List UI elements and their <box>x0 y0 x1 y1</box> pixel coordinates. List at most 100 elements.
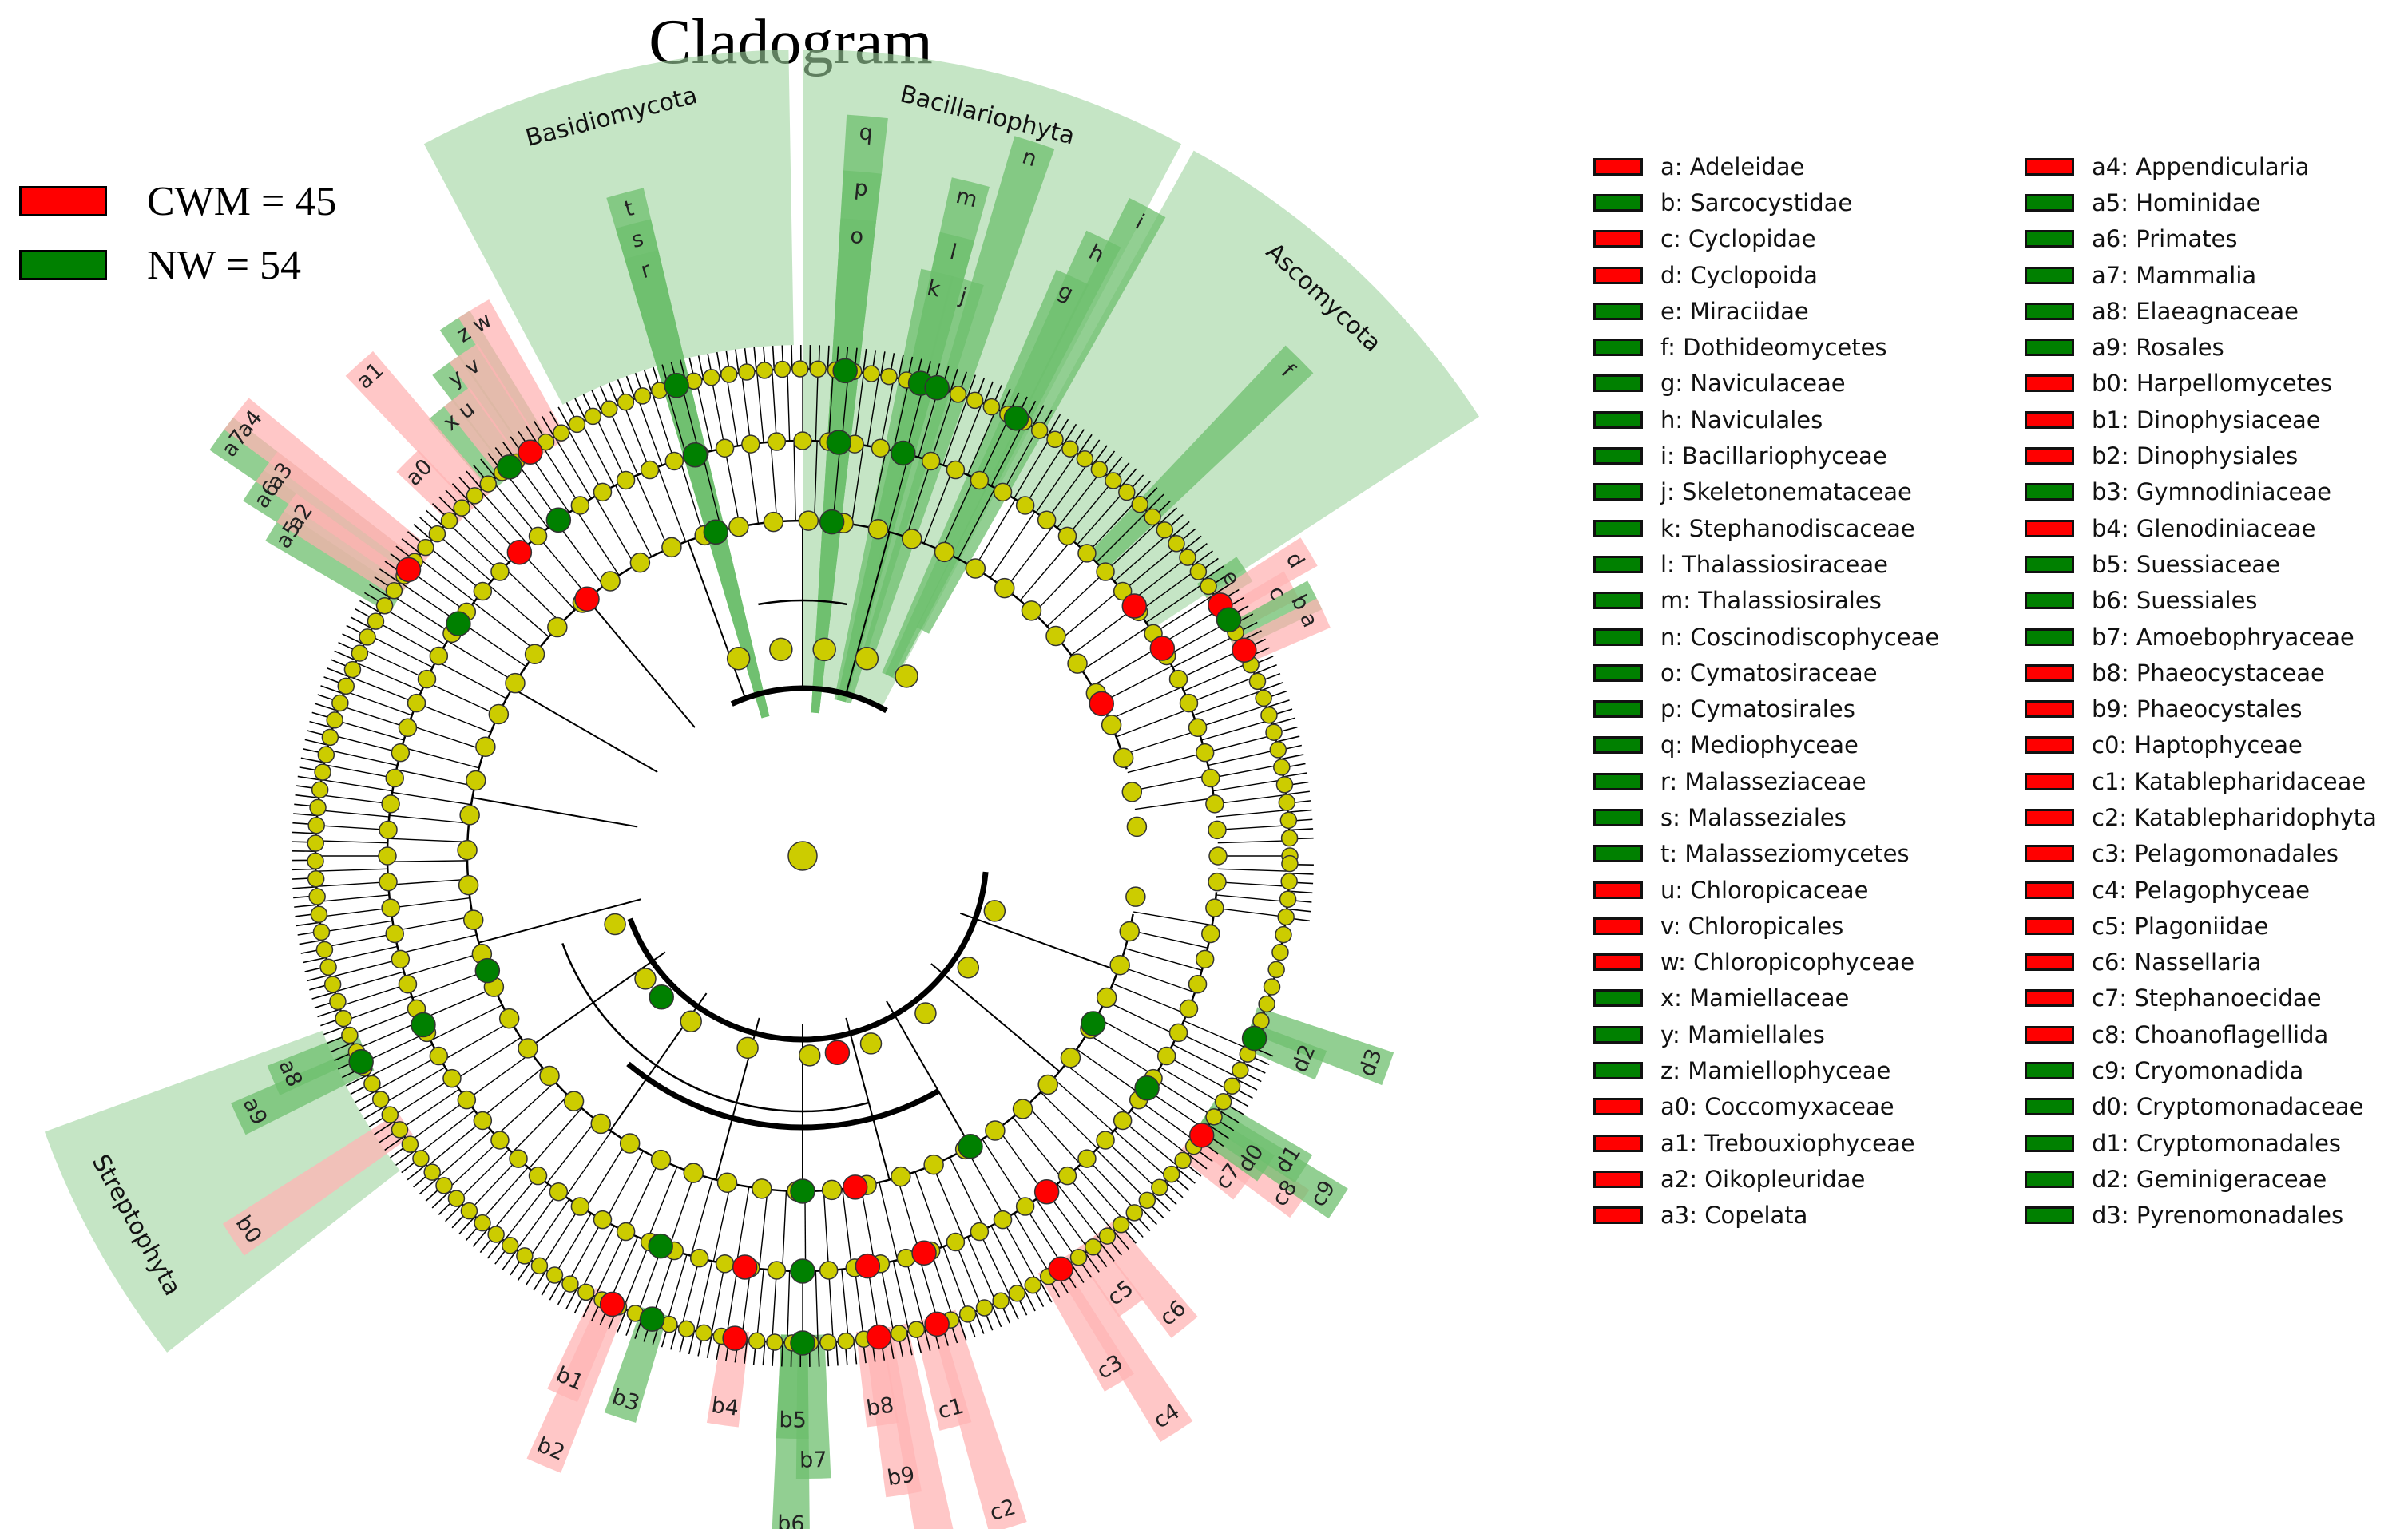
branch <box>609 408 639 476</box>
legend-swatch <box>2025 1206 2074 1225</box>
tree-node <box>1195 743 1215 763</box>
branch <box>1122 545 1179 592</box>
branch <box>1105 1139 1159 1190</box>
leaf-branch <box>401 538 422 555</box>
tree-node <box>826 430 852 455</box>
branch <box>503 1183 549 1242</box>
leaf-branch <box>1085 1252 1100 1273</box>
branch <box>1113 533 1169 582</box>
tree-node <box>545 1266 564 1284</box>
legend-swatch <box>1593 953 1643 972</box>
branch <box>905 1258 925 1329</box>
branch <box>1217 868 1290 872</box>
tree-node <box>528 1166 548 1186</box>
legend-label: o: Cymatosiraceae <box>1660 659 1878 687</box>
branch <box>1208 749 1279 766</box>
legend-label: u: Chloropicaceae <box>1660 876 1869 904</box>
tree-node <box>1174 1151 1192 1170</box>
legend-item: c2: Katablepharidophyta <box>2025 799 2400 835</box>
tree-node <box>326 711 343 729</box>
tree-node <box>447 1190 466 1207</box>
branch <box>323 764 395 779</box>
tree-node <box>859 1032 883 1055</box>
branch <box>1086 1032 1156 1077</box>
legend-label: d0: Cryptomonadaceae <box>2092 1093 2364 1121</box>
tree-node <box>570 496 590 515</box>
legend-item: a8: Elaeagnaceae <box>2025 293 2400 329</box>
tree-node <box>474 1214 491 1232</box>
clade-strip <box>256 451 423 586</box>
branch <box>1019 539 1073 601</box>
branch <box>787 1270 791 1343</box>
tree-node <box>505 672 526 694</box>
tree-node <box>867 519 889 540</box>
branch <box>361 648 427 680</box>
branch <box>930 1250 954 1320</box>
leaf-branch <box>1243 1062 1266 1074</box>
tree-node <box>590 1113 611 1135</box>
branch <box>978 414 1011 481</box>
tree-node <box>1080 1011 1106 1036</box>
clade-strip <box>772 1334 810 1529</box>
branch <box>605 1151 644 1222</box>
leaf-branch <box>617 1309 627 1333</box>
branch <box>503 470 549 529</box>
legend-label: b5: Suessiaceae <box>2092 550 2280 578</box>
leaf-branch <box>1286 790 1310 795</box>
tree-node <box>593 1210 613 1230</box>
tree-node <box>715 1254 735 1274</box>
branch <box>914 1171 943 1248</box>
group-legend: CWM = 45 NW = 54 <box>19 169 336 297</box>
tree-node <box>1265 723 1283 741</box>
branch <box>966 1236 997 1304</box>
tree-node <box>524 644 545 664</box>
leaf-branch <box>334 650 357 662</box>
branch <box>1183 1020 1251 1050</box>
tree-node <box>726 646 751 671</box>
tree-node <box>1232 1061 1249 1079</box>
tree-node <box>545 507 572 533</box>
tree-node <box>1273 759 1291 776</box>
branch <box>416 702 491 734</box>
tree-node <box>309 798 327 817</box>
tree-node <box>1156 521 1174 539</box>
legend-swatch <box>1593 845 1643 863</box>
legend-swatch <box>2025 410 2074 429</box>
legend-label: q: Mediophyceae <box>1660 731 1859 759</box>
tree-node <box>1138 1191 1156 1210</box>
leaf-branch <box>327 667 350 678</box>
leaf-branch <box>1099 1242 1115 1262</box>
branch <box>1130 1110 1188 1155</box>
tree-node <box>440 512 458 529</box>
tree-node <box>475 736 496 758</box>
branch <box>1002 429 1038 493</box>
branch <box>1216 881 1289 888</box>
clade-strip <box>222 1112 414 1256</box>
branch <box>349 675 417 704</box>
tree-node <box>994 577 1015 599</box>
tree-node <box>1089 691 1114 717</box>
legend-swatch <box>1593 1098 1643 1116</box>
branch <box>355 662 422 692</box>
branch <box>854 1267 865 1340</box>
branch <box>1214 794 1287 805</box>
tree-node <box>1030 422 1049 439</box>
tree-node <box>629 552 651 573</box>
tree-node <box>633 387 652 405</box>
branch-arc <box>730 685 888 714</box>
tree-node <box>310 905 328 924</box>
legend-swatch <box>1593 917 1643 935</box>
tree-node <box>604 913 626 936</box>
branch <box>546 1119 597 1184</box>
legend-item: b: Sarcocystidae <box>1593 184 2025 220</box>
clade-strip <box>604 1307 668 1423</box>
tree-node <box>965 558 986 579</box>
legend-label: d1: Cryptomonadales <box>2092 1129 2342 1157</box>
leaf-branch <box>302 957 327 964</box>
legend-item: g: Naviculaceae <box>1593 366 2025 402</box>
leaf-branch <box>863 348 867 373</box>
clade-label: b5 <box>779 1408 807 1433</box>
branch <box>990 1226 1025 1290</box>
clade-strip <box>811 218 876 714</box>
tree-node <box>570 1197 590 1216</box>
